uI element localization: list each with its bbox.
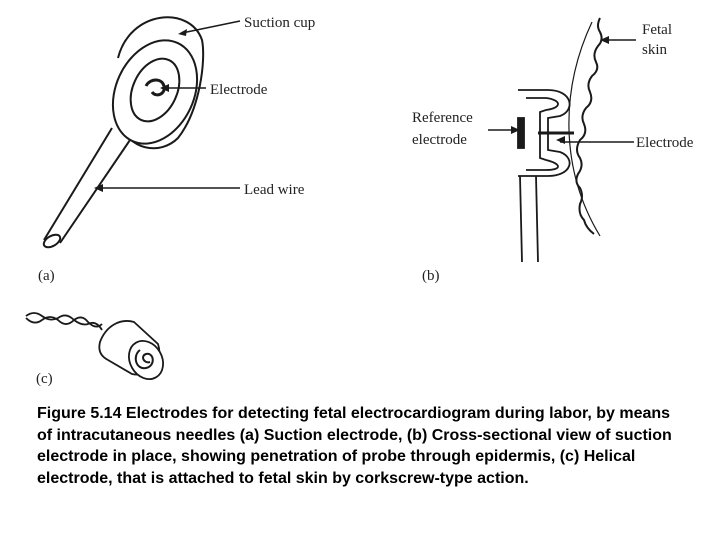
label-electrode-a: Electrode	[210, 82, 268, 98]
arrowhead-lead-wire	[94, 184, 103, 192]
probe-wire-right	[535, 175, 539, 263]
electrode-figure: Suction cup Electrode Lead wire (a) Feta…	[25, 15, 694, 387]
lead-wire-tube-upper	[43, 127, 113, 241]
panel-label-c: (c)	[36, 371, 53, 387]
electrode-spiral	[144, 78, 166, 97]
panel-label-a: (a)	[38, 268, 55, 284]
arrowhead-suction-cup	[178, 29, 187, 36]
probe-wire-left	[519, 175, 523, 263]
lead-wire-tube-lower	[59, 139, 131, 244]
twisted-wire-b	[25, 316, 103, 328]
suction-cup-inner-ring	[129, 57, 181, 123]
panel-label-b: (b)	[422, 268, 440, 284]
label-reference: Reference	[412, 110, 473, 126]
leader-suction-cup	[181, 20, 241, 34]
reference-electrode-plate	[517, 117, 525, 149]
label-electrode-ref: electrode	[412, 132, 467, 148]
arrowhead-electrode-a	[160, 84, 169, 92]
figure-caption: Figure 5.14 Electrodes for detecting fet…	[37, 405, 672, 487]
helix-cylinder-face	[128, 340, 164, 380]
label-fetal: Fetal	[642, 22, 672, 38]
label-lead-wire: Lead wire	[244, 182, 305, 198]
label-skin: skin	[642, 42, 668, 58]
helical-electrode-drawing	[25, 312, 164, 380]
arrowhead-electrode-b	[556, 136, 565, 144]
cross-section-drawing	[488, 17, 636, 263]
suction-cup-outer-ring	[111, 39, 199, 145]
label-electrode-b: Electrode	[636, 135, 694, 151]
suction-electrode-drawing	[42, 16, 241, 249]
arrowhead-reference	[511, 126, 520, 134]
suction-cup-body	[117, 16, 205, 150]
label-suction-cup: Suction cup	[244, 15, 315, 31]
arrowhead-fetal-skin	[600, 36, 609, 44]
lead-wire-end	[42, 233, 62, 249]
cup-section-inner	[526, 97, 559, 171]
fetal-skin-inner	[568, 21, 601, 237]
corkscrew-helix	[134, 349, 154, 370]
